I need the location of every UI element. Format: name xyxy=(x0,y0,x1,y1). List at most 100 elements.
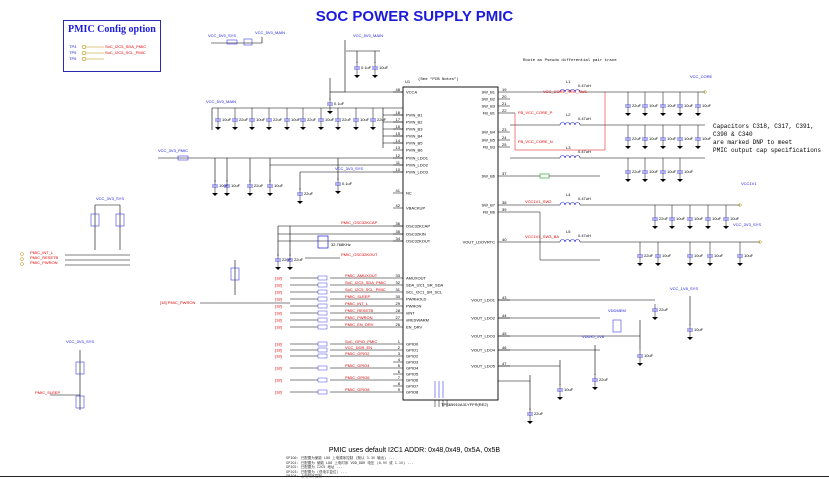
ic-right-pin-group: 19SW_B120SW_B221SW_B322FB_B123SW_B424SW_… xyxy=(463,87,510,369)
ic-pin-name-left: GPIO0 xyxy=(406,342,419,347)
control-net-sheetref: [18] xyxy=(275,366,282,371)
buck-output-capacitor-value: 10uF xyxy=(744,253,754,258)
pvin-capacitor: 10uF xyxy=(284,114,301,130)
buck-output-capacitor-value: 22uF xyxy=(632,103,642,108)
ic-pin-name-right: VOUT_LDO1 xyxy=(471,298,496,303)
pvin-capacitor: 22uF xyxy=(232,114,249,130)
ic-pin-num-left: 30 xyxy=(396,294,401,299)
ldo-output-capacitor-value: 22uF xyxy=(599,377,609,382)
ic-pin-num-left: 36 xyxy=(396,221,401,226)
ldo-output-capacitor-value: 22uF xyxy=(659,307,669,312)
rail-test-point xyxy=(738,203,742,207)
crystal-circuit xyxy=(277,225,403,259)
pvin-capacitor: 22uF xyxy=(300,114,317,130)
cap-note-line-3: are marked DNP to meet xyxy=(713,139,793,146)
pmic-config-box: PMIC Config option xyxy=(63,20,161,72)
buck-output-capacitor-value: 10uF xyxy=(694,253,704,258)
buck-output-capacitor: 10uF xyxy=(677,133,694,149)
ldo-input-bus xyxy=(158,157,403,190)
ic-pin-num-left: 2 xyxy=(398,345,401,350)
ic-pin-num-left: 42 xyxy=(396,203,401,208)
ic-pin-name-right: VOUT_LDOVRTC xyxy=(463,240,495,245)
route-note-ref: (See "PCB Notes") xyxy=(418,77,459,82)
pvin-capacitor-value: 22uF xyxy=(342,117,352,122)
control-net-sheetref: [18] xyxy=(275,304,282,309)
buck-output-capacitor: 10uF xyxy=(687,250,704,266)
ic-pin-name-left: PVIN_B4 xyxy=(406,134,423,139)
crystal-y1 xyxy=(317,235,329,249)
ic-pin-name-left: OSC32KOUT xyxy=(406,239,431,244)
ldo-output-capacitor-value: 10uF xyxy=(644,353,654,358)
ic-pin-name-right: FB_B1 xyxy=(483,111,496,116)
buck-output-capacitor: 22uF xyxy=(625,100,642,116)
inductor-ref: L4 xyxy=(566,192,571,197)
fuse-r2 xyxy=(243,38,253,46)
ic-pin-num-right: 21 xyxy=(502,101,507,106)
control-net-label: PMIC_GPIO6 xyxy=(345,375,370,380)
ic-pin-num-left: 26 xyxy=(396,322,401,327)
ic-pin-num-left: 18 xyxy=(396,110,401,115)
ldo-output-capacitor-value: 10uF xyxy=(564,387,574,392)
ic-bottom-net-labels xyxy=(434,381,444,398)
config-line-2: SoC_I2C5_SCL_PMIC xyxy=(105,50,146,55)
buck-output-capacitor: 10uF xyxy=(655,250,672,266)
buck-output-capacitor-value: 10uF xyxy=(649,169,659,174)
buck-output-capacitor: 10uF xyxy=(695,133,712,149)
ic-pin-num-left: 7 xyxy=(398,375,401,380)
ic-pin-name-right: VOUT_LDO5 xyxy=(471,364,496,369)
ic-pin-name-left: GPIO1 xyxy=(406,348,419,353)
control-net-sheetref: [18] xyxy=(275,276,282,281)
ldo-output-capacitor: 22uF xyxy=(527,408,544,424)
pullup-r2 xyxy=(115,213,125,227)
vbackup-capacitor: 0.1uF xyxy=(335,178,353,194)
control-net-sheetref: [18] xyxy=(275,325,282,330)
buck-output-capacitor: 10uF xyxy=(723,213,740,229)
ic-pin-name-left: PWRON xyxy=(406,304,421,309)
control-net-label: PMIC_RESETB xyxy=(345,308,374,313)
ic-pin-num-left: 31 xyxy=(396,287,401,292)
net-vcc1v1-out: VCC1V1 xyxy=(741,181,757,186)
net-vcc3v3sys-divider: VCC_3V3_SYS xyxy=(66,339,94,344)
vcca-capacitor: 0.1uF xyxy=(327,98,345,114)
inductor-value: 0.47uH xyxy=(578,116,591,121)
net-vcc5v0main-pvin: VCC_5V0_MAIN xyxy=(206,99,236,104)
ic-pin-num-left: 35 xyxy=(396,229,401,234)
ic-pin-num-right: 23 xyxy=(502,127,507,132)
config-tp-2: TP5 xyxy=(69,50,77,55)
ic-pin-num-left: 12 xyxy=(396,153,401,158)
ldo-input-capacitor-value: 10uF xyxy=(231,183,241,188)
ldo-input-capacitor-value: 10uF xyxy=(274,183,284,188)
net-osc32kcap: PMIC_OSC32KCAP xyxy=(341,220,378,225)
cap-note-line-1: Capacitors C318, C317, C391, xyxy=(713,123,814,130)
pvin-capacitor-value: 22uF xyxy=(273,117,283,122)
buck-output-capacitor: 10uF xyxy=(642,133,659,149)
ic-pin-name-right: SW_B3 xyxy=(481,104,495,109)
buck-output-capacitor-value: 10uF xyxy=(702,136,712,141)
control-net-sheetref: [18] xyxy=(275,390,282,395)
buck-inductor xyxy=(559,202,581,206)
buck-output-capacitor: 10uF xyxy=(669,213,686,229)
ic-pin-name-right: SW_B2 xyxy=(481,97,495,102)
buck-output-capacitor: 22uF xyxy=(652,213,669,229)
ic-pin-name-left: GPIO7 xyxy=(406,384,419,389)
i2c-address-note: PMIC uses default I2C1 ADDR: 0x48,0x49, … xyxy=(328,447,501,454)
net-vcc3v3pmic-ldo: VCC_3V3_PMIC xyxy=(158,148,188,153)
control-net-group: PMIC_AMUXOUT[18]SoC_I2C5_SDA_PMIC[18]SoC… xyxy=(160,273,393,395)
control-net-label: PMIC_AMUXOUT xyxy=(345,273,378,278)
ic-pin-name-right: VOUT_LDO2 xyxy=(471,316,496,321)
ic-pin-name-left: NC xyxy=(406,191,412,196)
buck-output-capacitor: 22uF xyxy=(625,133,642,149)
inductor-value: 0.47uH xyxy=(578,196,591,201)
ic-pin-name-right: VOUT_LDO4 xyxy=(471,348,496,353)
config-box-title: PMIC Config option xyxy=(68,24,156,35)
control-net-label: PMIC_EN_DRV xyxy=(345,322,374,327)
ic-pin-name-left: GPIO4 xyxy=(406,366,419,371)
ic-pin-num-left: 48 xyxy=(396,87,401,92)
inductor-ref: L3 xyxy=(566,145,571,150)
fuse-r1 xyxy=(226,39,238,45)
ic-pin-name-right: SW_B4 xyxy=(481,130,495,135)
left-pullup-circuits xyxy=(50,204,236,410)
ic-pin-num-left: 10 xyxy=(396,167,401,172)
fb-resistor xyxy=(539,173,550,179)
